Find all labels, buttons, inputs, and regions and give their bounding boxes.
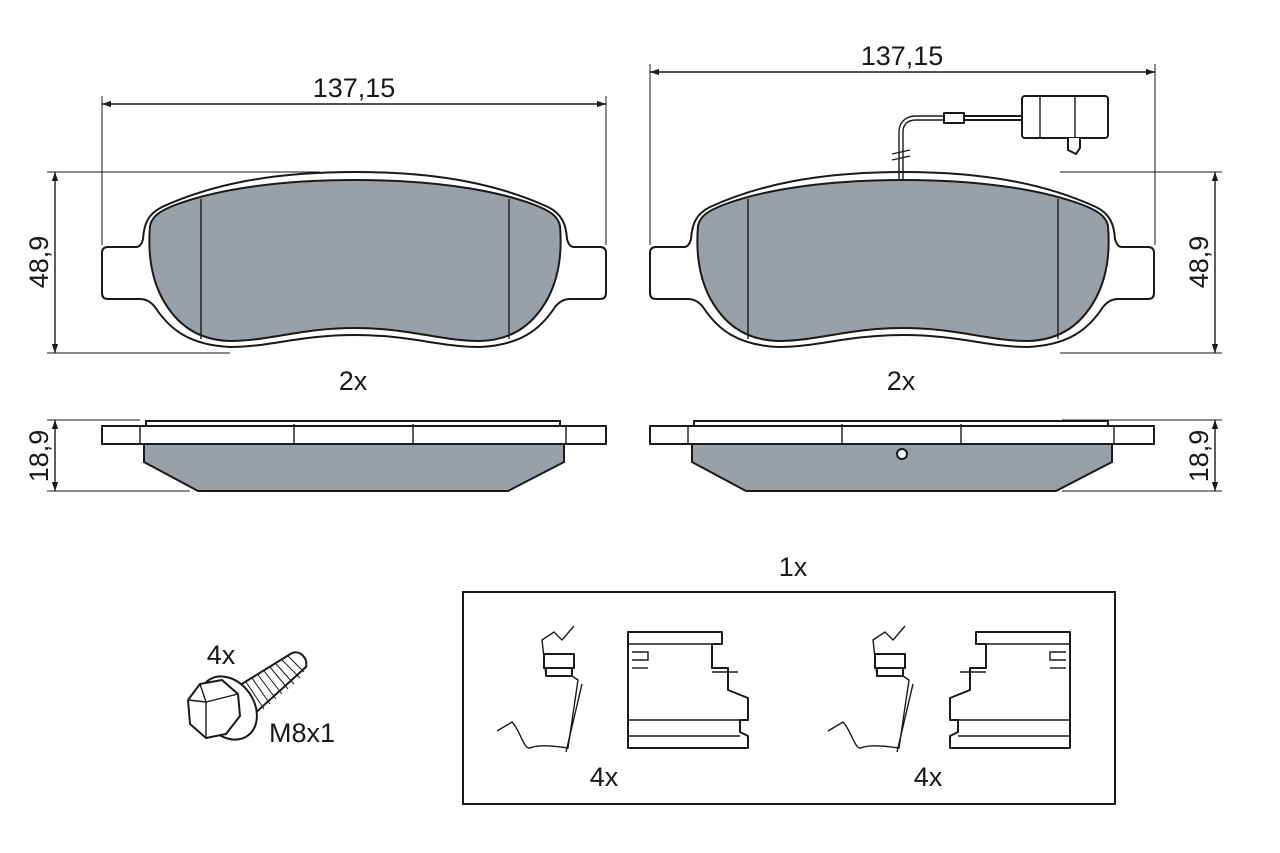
- right-pad-thickness-label: 18,9: [1184, 430, 1214, 483]
- bolt-illustration: 4x M8x1: [187, 640, 335, 748]
- left-pad-thickness-label: 18,9: [24, 430, 54, 483]
- accessory-right-group: 4x: [827, 625, 1071, 792]
- accessory-kit-frame: [462, 591, 1116, 805]
- right-pad-quantity-label: 2x: [887, 366, 916, 396]
- bolt-quantity-label: 4x: [207, 640, 236, 670]
- right-pad-friction-material: [696, 178, 1110, 343]
- bolt-thread-label: M8x1: [269, 718, 335, 748]
- right-pad-width-label: 137,15: [861, 41, 944, 71]
- left-pad-side-view: 18,9: [24, 419, 607, 492]
- accessory-left-quantity-label: 4x: [590, 762, 619, 792]
- left-pad-width-label: 137,15: [313, 73, 396, 103]
- accessory-right-quantity-label: 4x: [914, 762, 943, 792]
- wear-sensor: [891, 95, 1109, 180]
- right-pad-side-view: 18,9: [649, 419, 1222, 492]
- left-pad-front-view: 137,15 48,9 2x: [24, 73, 607, 396]
- accessory-kit: 1x 4x: [462, 552, 1116, 805]
- left-pad-height-label: 48,9: [24, 236, 54, 289]
- left-pad-friction-material: [148, 178, 562, 343]
- right-pad-front-view: 137,15 48,9 2x: [649, 41, 1222, 396]
- accessory-kit-quantity-label: 1x: [779, 552, 808, 582]
- right-pad-height-label: 48,9: [1184, 236, 1214, 289]
- accessory-left-group: 4x: [496, 625, 749, 792]
- left-pad-quantity-label: 2x: [339, 366, 368, 396]
